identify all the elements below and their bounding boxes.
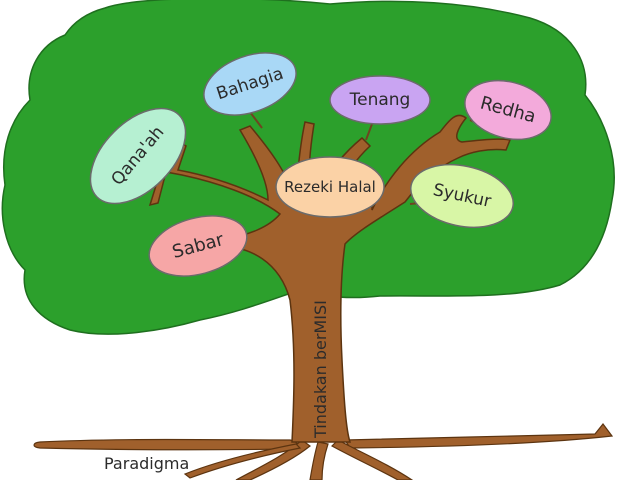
label-tenang: Tenang xyxy=(349,90,411,110)
trunk-label: Tindakan berMISI xyxy=(311,300,330,439)
twig-bahagia xyxy=(249,111,263,129)
root-right xyxy=(343,423,614,449)
root-down-far-left xyxy=(183,443,302,479)
bubble-rezeki-halal: Rezeki Halal xyxy=(275,156,385,218)
twig-tenang xyxy=(365,123,373,141)
bubble-tenang: Tenang xyxy=(329,75,431,125)
roots xyxy=(33,423,614,480)
bubble-syukur: Syukur xyxy=(410,163,514,229)
bubble-bahagia: Bahagia xyxy=(203,52,297,116)
label-rezeki-halal: Rezeki Halal xyxy=(284,178,376,196)
root-left xyxy=(33,438,299,451)
root-label: Paradigma xyxy=(104,454,189,473)
root-down-right xyxy=(331,439,414,480)
bubble-qanaah: Qana'ah xyxy=(89,107,187,205)
root-down-mid xyxy=(309,441,329,480)
bubble-sabar: Sabar xyxy=(148,215,248,277)
bubble-redha: Redha xyxy=(464,79,552,141)
